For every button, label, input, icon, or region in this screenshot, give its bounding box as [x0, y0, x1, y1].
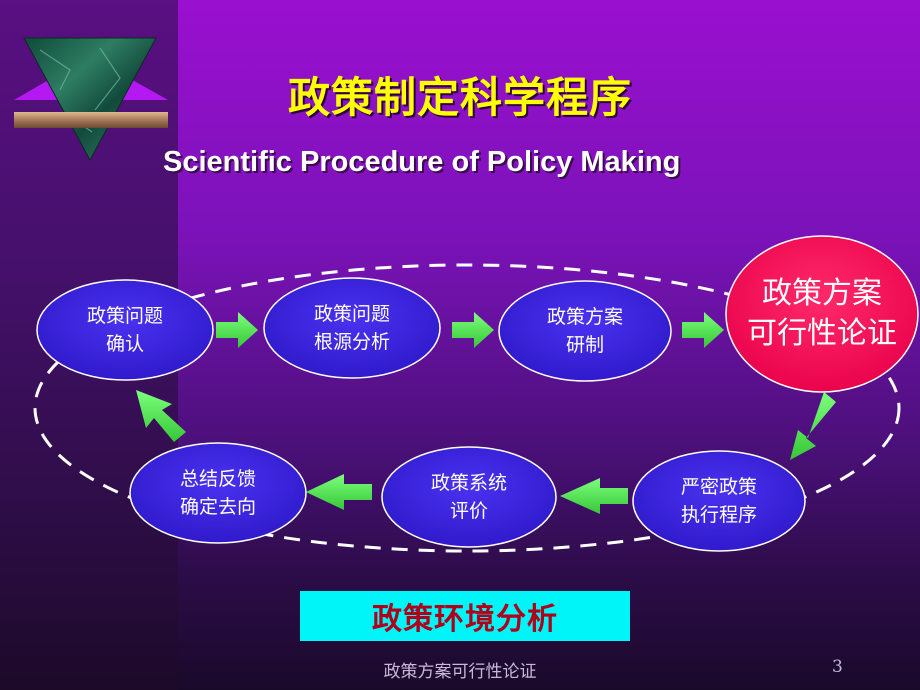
- node-plan-development[interactable]: [498, 280, 672, 382]
- arrow-n5-to-n6: [560, 478, 628, 514]
- marble-triangle-logo: [14, 37, 168, 162]
- arrow-n7-to-n1: [136, 390, 186, 442]
- node-text-line: 政策问题: [313, 303, 390, 325]
- node-text-line: 严密政策: [680, 476, 757, 498]
- slide-subtitle: Scientific Procedure of Policy Making: [163, 146, 681, 178]
- arrow-n4-to-n5: [790, 392, 836, 460]
- node-label-system-evaluation: 政策系统评价: [382, 447, 556, 547]
- node-text-line: 执行程序: [680, 504, 757, 526]
- node-text-line: 确认: [105, 333, 144, 355]
- node-text-line: 可行性论证: [747, 316, 897, 351]
- node-text-line: 总结反馈: [179, 468, 256, 490]
- footer-text: 政策方案可行性论证: [383, 662, 537, 682]
- cycle-dashed-ellipse: [33, 263, 901, 553]
- arrow-n1-to-n2: [216, 312, 258, 348]
- node-text-line: 确定去向: [179, 496, 256, 518]
- node-label-feasibility-study: 政策方案可行性论证: [726, 246, 918, 382]
- node-label-plan-development: 政策方案研制: [499, 281, 671, 381]
- node-label-problem-confirmation: 政策问题确认: [37, 280, 213, 380]
- node-label-execution-procedure: 严密政策执行程序: [633, 451, 805, 551]
- node-text-line: 政策方案: [762, 276, 882, 311]
- node-execution-procedure[interactable]: [632, 450, 806, 552]
- node-system-evaluation[interactable]: [381, 446, 557, 548]
- node-label-feedback-direction: 总结反馈确定去向: [130, 443, 306, 543]
- node-text-line: 评价: [449, 500, 488, 522]
- node-root-cause-analysis[interactable]: [263, 277, 441, 379]
- slide-title: 政策制定科学程序: [287, 73, 632, 122]
- node-text-line: 政策方案: [546, 306, 623, 328]
- node-text-line: 根源分析: [313, 331, 390, 353]
- node-label-root-cause-analysis: 政策问题根源分析: [264, 278, 440, 378]
- environment-analysis-box: 政策环境分析: [300, 591, 630, 641]
- node-problem-confirmation[interactable]: [36, 279, 214, 381]
- arrow-n3-to-n4: [682, 312, 724, 348]
- page-number: 3: [832, 657, 843, 677]
- node-feasibility-study[interactable]: [725, 235, 919, 393]
- arrow-n2-to-n3: [452, 312, 494, 348]
- environment-analysis-label: 政策环境分析: [372, 602, 558, 637]
- node-text-line: 研制: [565, 334, 604, 356]
- node-text-line: 政策问题: [86, 305, 163, 327]
- arrow-n6-to-n7: [306, 474, 372, 510]
- node-feedback-direction[interactable]: [129, 442, 307, 544]
- node-text-line: 政策系统: [430, 472, 507, 494]
